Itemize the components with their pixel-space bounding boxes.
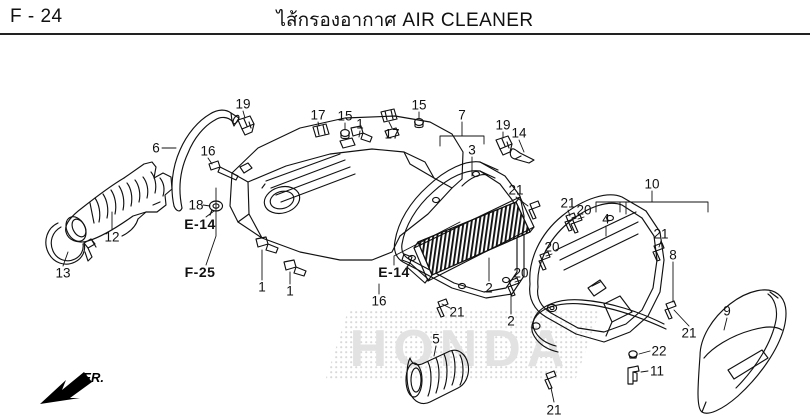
callout-1c: 1: [286, 283, 294, 299]
fastener-21-screw-a: [528, 200, 541, 220]
part-5-air-cleaner-connecting-tube: [405, 349, 470, 405]
fastener-16-bolt-a: [208, 160, 239, 181]
callout-8: 8: [669, 247, 677, 263]
fastener-17-clip-a: [312, 123, 330, 138]
part-9-side-cover: [697, 289, 787, 414]
callout-4: 4: [602, 211, 610, 227]
callout-18: 18: [188, 197, 204, 213]
page-code: F - 24: [10, 6, 63, 27]
callout-2a: 2: [485, 280, 493, 296]
part-8-cover-seal: [531, 299, 667, 353]
part-6-breather-tube: [171, 109, 240, 212]
fastener-17-clip-b: [380, 108, 398, 123]
callout-5: 5: [432, 331, 440, 347]
callout-20b: 20: [544, 239, 560, 255]
fastener-21-screw-e: [436, 298, 449, 318]
fastener-20-screw-c: [507, 277, 520, 297]
callout-21e: 21: [681, 325, 697, 341]
exploded-parts-diagram: HONDA: [0, 36, 810, 420]
fastener-20-screw-a: [570, 214, 583, 234]
callout-19b: 19: [495, 117, 511, 133]
arrow-left-down-icon: [40, 372, 92, 404]
callout-1a: 1: [356, 116, 364, 132]
callout-6: 6: [152, 140, 160, 156]
callout-10: 10: [644, 176, 660, 192]
fastener-15-nut-a: [340, 129, 350, 140]
part-22-grommet: [628, 350, 638, 359]
part-12-air-intake-tube: [65, 161, 173, 243]
callout-17b: 17: [384, 126, 400, 142]
callout-11: 11: [649, 363, 665, 379]
part-19-hose-clamp-b: [495, 135, 513, 156]
front-label: FR.: [83, 370, 104, 385]
diagram-svg: HONDA: [45, 108, 787, 414]
part-3-air-cleaner-case-upper: [229, 115, 464, 261]
part-13-tube-clamp: [45, 222, 97, 265]
part-19-hose-clamp-a: [237, 115, 255, 136]
callout-21c: 21: [560, 195, 576, 211]
honda-watermark: HONDA: [325, 311, 600, 381]
part-4-air-cleaner-cover: [529, 194, 665, 343]
callout-15b: 15: [411, 97, 427, 113]
fastener-15-nut-b: [414, 118, 424, 129]
callout-20c: 20: [513, 265, 529, 281]
callout-21a: 21: [449, 304, 465, 320]
callout-14: 14: [511, 125, 527, 141]
header-divider: [0, 33, 810, 35]
fastener-20-screw-b: [538, 251, 551, 271]
fastener-1-bolt-b: [255, 236, 279, 254]
fastener-21-screw-c: [652, 242, 665, 262]
callout-16a: 16: [200, 143, 216, 159]
callout-22: 22: [651, 343, 667, 359]
leader-lines: [62, 110, 728, 403]
xref-e14-left[interactable]: E-14: [184, 216, 216, 232]
callout-7: 7: [458, 107, 466, 123]
page-title-english: AIR CLEANER: [402, 10, 534, 31]
xref-f25[interactable]: F-25: [184, 264, 216, 280]
part-14-clip: [509, 148, 535, 164]
front-direction-marker: FR.: [36, 368, 146, 412]
svg-text:HONDA: HONDA: [350, 320, 571, 378]
callout-9: 9: [723, 303, 731, 319]
callout-21d: 21: [653, 226, 669, 242]
fastener-21-screw-f: [544, 370, 557, 390]
fastener-16-bolt-b: [401, 253, 429, 284]
callout-21b: 21: [508, 182, 524, 198]
fastener-1-bolt-c: [283, 259, 307, 277]
xref-e14-center[interactable]: E-14: [378, 264, 410, 280]
fastener-21-screw-b: [564, 212, 577, 232]
callout-12: 12: [104, 229, 120, 245]
callout-1b: 1: [258, 279, 266, 295]
callout-13: 13: [55, 265, 71, 281]
callout-2b: 2: [507, 313, 515, 329]
callout-21f: 21: [546, 402, 562, 418]
part-11-clip: [627, 365, 640, 385]
callout-16b: 16: [371, 293, 387, 309]
callout-3: 3: [468, 142, 476, 158]
callout-20a: 20: [576, 202, 592, 218]
callout-17a: 17: [310, 107, 326, 123]
fastener-1-bolt-a: [350, 125, 373, 143]
callout-15a: 15: [337, 108, 353, 124]
part-7-air-cleaner-case-lower: [393, 161, 525, 299]
page-title-thai: ไส้กรองอากาศ: [276, 10, 397, 31]
callout-19a: 19: [235, 96, 251, 112]
fastener-21-screw-d: [664, 300, 677, 320]
